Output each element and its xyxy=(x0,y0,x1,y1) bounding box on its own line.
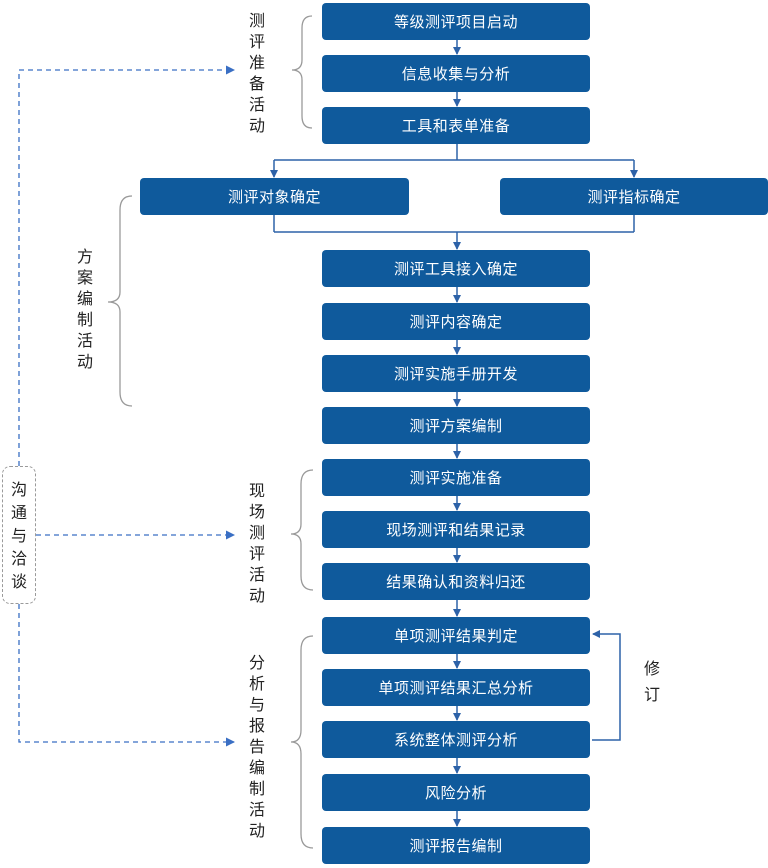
phase-label-plan: 方案编制活动 xyxy=(76,247,93,371)
step-report-compile[interactable]: 测评报告编制 xyxy=(322,827,590,864)
step-target-confirm[interactable]: 测评对象确定 xyxy=(140,178,409,215)
phase-label-prep: 测评准备活动 xyxy=(248,11,265,135)
brace-field xyxy=(290,469,314,591)
step-overall-analysis[interactable]: 系统整体测评分析 xyxy=(322,721,590,758)
communication-label: 沟通与洽谈 xyxy=(10,479,27,591)
step-result-confirm[interactable]: 结果确认和资料归还 xyxy=(322,563,590,600)
brace-prep xyxy=(291,15,313,129)
step-indicator-confirm[interactable]: 测评指标确定 xyxy=(500,178,768,215)
brace-report xyxy=(290,635,314,849)
step-plan-compile[interactable]: 测评方案编制 xyxy=(322,407,590,444)
revise-loop-arrow xyxy=(592,630,621,741)
step-tool-preparation[interactable]: 工具和表单准备 xyxy=(322,107,590,144)
step-implementation-prep[interactable]: 测评实施准备 xyxy=(322,459,590,496)
step-onsite-record[interactable]: 现场测评和结果记录 xyxy=(322,511,590,548)
brace-plan xyxy=(107,195,133,407)
phase-label-report: 分析与报告编制活动 xyxy=(248,653,265,840)
communication-arrows xyxy=(18,65,235,747)
step-single-summary[interactable]: 单项测评结果汇总分析 xyxy=(322,669,590,706)
main-arrows xyxy=(270,40,638,827)
step-tool-access[interactable]: 测评工具接入确定 xyxy=(322,250,590,287)
revise-label: 修订 xyxy=(643,659,660,704)
step-risk-analysis[interactable]: 风险分析 xyxy=(322,774,590,811)
step-info-collection[interactable]: 信息收集与分析 xyxy=(322,55,590,92)
phase-braces xyxy=(107,15,314,849)
phase-label-field: 现场测评活动 xyxy=(248,481,265,605)
step-content-confirm[interactable]: 测评内容确定 xyxy=(322,303,590,340)
step-manual-dev[interactable]: 测评实施手册开发 xyxy=(322,355,590,392)
communication-box[interactable]: 沟通与洽谈 xyxy=(2,466,36,604)
comm-arrow-report xyxy=(18,604,235,747)
comm-arrow-prep xyxy=(18,65,235,466)
step-project-start[interactable]: 等级测评项目启动 xyxy=(322,3,590,40)
step-single-judgement[interactable]: 单项测评结果判定 xyxy=(322,617,590,654)
